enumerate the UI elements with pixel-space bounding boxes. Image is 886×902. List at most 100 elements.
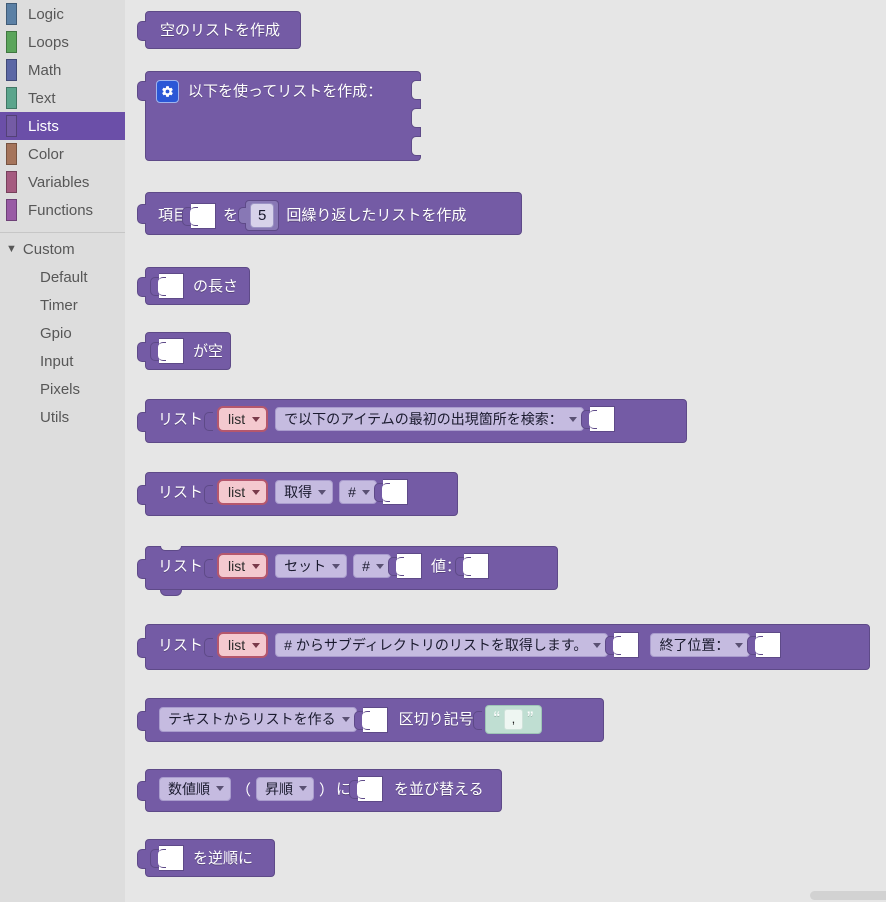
delimiter-value[interactable]: , [503, 709, 523, 730]
toolbox-category-functions[interactable]: Functions [0, 196, 125, 224]
where-dropdown[interactable]: # [353, 553, 391, 579]
variable-name: list [228, 484, 246, 500]
variable-name: list [228, 637, 246, 653]
toolbox-category-pixels[interactable]: Pixels [0, 375, 125, 403]
set-mode-dropdown[interactable]: セット [275, 553, 348, 579]
chevron-down-icon [593, 642, 602, 648]
value-input-socket[interactable] [373, 479, 408, 506]
split-mode-dropdown[interactable]: テキストからリストを作る [159, 707, 357, 732]
category-color-swatch [6, 171, 17, 193]
open-quote: “ [493, 709, 500, 730]
chevron-down-icon [568, 416, 577, 422]
toolbox-category-utils[interactable]: Utils [0, 403, 125, 431]
block-label-suffix: を並び替える [394, 780, 484, 798]
value-input-socket[interactable] [150, 273, 184, 299]
particle-label: に [336, 780, 352, 798]
value-input-socket[interactable] [150, 845, 184, 871]
toolbox-category-text[interactable]: Text [0, 84, 125, 112]
sort-type-dropdown[interactable]: 数値順 [159, 776, 231, 802]
variable-dropdown-list[interactable]: list [217, 553, 269, 580]
variable-dropdown-list[interactable]: list [217, 632, 269, 659]
category-label: Gpio [40, 324, 72, 342]
value-input-socket[interactable] [387, 553, 422, 580]
toolbox-category-gpio[interactable]: Gpio [0, 319, 125, 347]
category-label: Functions [28, 201, 94, 219]
value-input-socket[interactable] [353, 706, 388, 733]
toolbox-category-variables[interactable]: Variables [0, 168, 125, 196]
variable-name: list [228, 558, 246, 574]
value-input-socket[interactable] [182, 202, 217, 229]
value-input-socket[interactable] [580, 406, 615, 433]
close-quote: ” [526, 709, 534, 730]
number-input-wrapper[interactable]: 5 [237, 200, 280, 231]
value-input-socket[interactable] [454, 553, 489, 580]
toolbox-category-timer[interactable]: Timer [0, 291, 125, 319]
category-label: Variables [28, 173, 90, 191]
chevron-down-icon [299, 786, 308, 792]
toolbox-category-loops[interactable]: Loops [0, 28, 125, 56]
block-label-middle: を [223, 207, 239, 224]
toolbox-category-math[interactable]: Math [0, 56, 125, 84]
category-label: Default [40, 268, 88, 286]
category-label: Timer [40, 296, 78, 314]
category-color-swatch [6, 3, 17, 25]
sort-direction-dropdown[interactable]: 昇順 [256, 776, 315, 802]
chevron-down-icon [735, 642, 744, 648]
category-label: Text [28, 89, 56, 107]
blocks-flyout[interactable]: 空のリストを作成 以下を使ってリストを作成： 項目 [125, 0, 886, 902]
mutator-gear-icon[interactable] [156, 80, 179, 103]
chevron-down-icon [332, 563, 341, 569]
dropdown-label: 取得 [284, 483, 313, 500]
paren-open: （ [236, 781, 252, 799]
toolbox-sidebar[interactable]: Logic Loops Math Text Lists Color Variab… [0, 0, 125, 902]
block-label: を逆順に [193, 849, 254, 867]
paren-close: ） [319, 781, 335, 799]
chevron-down-icon [252, 416, 261, 422]
dropdown-label: セット [284, 557, 327, 574]
where-dropdown[interactable]: # [339, 479, 377, 505]
chevron-down-icon [361, 489, 370, 495]
chevron-down-icon [216, 786, 224, 792]
block-label-prefix: 項目 [158, 207, 189, 224]
value-input-socket[interactable] [150, 338, 184, 364]
variable-name: list [228, 411, 246, 427]
toolbox-category-color[interactable]: Color [0, 140, 125, 168]
horizontal-scrollbar[interactable] [810, 891, 886, 900]
value-input-socket[interactable] [349, 776, 384, 802]
category-label: Math [28, 61, 62, 79]
get-mode-dropdown[interactable]: 取得 [275, 479, 334, 505]
delimiter-text-field[interactable]: “ , ” [484, 705, 543, 734]
value-input-socket[interactable] [605, 632, 640, 659]
toolbox-category-logic[interactable]: Logic [0, 0, 125, 28]
dropdown-label: # からサブディレクトリのリストを取得します。 [284, 636, 588, 653]
block-label-prefix: リスト [158, 636, 204, 654]
delimiter-label: 区切り記号 [398, 711, 474, 728]
dropdown-label: 昇順 [265, 780, 294, 797]
number-field[interactable]: 5 [250, 203, 275, 228]
block-label-suffix: 回繰り返したリストを作成 [286, 207, 467, 224]
category-label: Loops [28, 33, 69, 51]
category-color-swatch [6, 87, 17, 109]
block-label-prefix: リスト [158, 557, 204, 575]
toolbox-category-lists[interactable]: Lists [0, 112, 125, 140]
toolbox-category-default[interactable]: Default [0, 263, 125, 291]
category-label: Utils [40, 408, 70, 426]
block-label-prefix: リスト [158, 410, 204, 428]
sublist-start-dropdown[interactable]: # からサブディレクトリのリストを取得します。 [275, 632, 609, 658]
chevron-down-icon [252, 489, 261, 495]
dropdown-label: # [362, 557, 370, 574]
toolbox-category-input[interactable]: Input [0, 347, 125, 375]
category-label: Color [28, 145, 64, 163]
variable-dropdown-list[interactable]: list [217, 479, 269, 506]
variable-dropdown-list[interactable]: list [217, 406, 269, 433]
dropdown-label: で以下のアイテムの最初の出現箇所を検索： [284, 410, 563, 427]
value-input-socket[interactable] [747, 632, 782, 659]
category-label: Input [40, 352, 74, 370]
category-color-swatch [6, 115, 17, 137]
search-mode-dropdown[interactable]: で以下のアイテムの最初の出現箇所を検索： [275, 406, 584, 432]
category-color-swatch [6, 199, 17, 221]
sublist-end-dropdown[interactable]: 終了位置： [650, 632, 751, 658]
value-label: 値： [430, 557, 461, 575]
category-label: Logic [28, 5, 64, 23]
toolbox-category-custom[interactable]: ▼ Custom [0, 235, 125, 263]
